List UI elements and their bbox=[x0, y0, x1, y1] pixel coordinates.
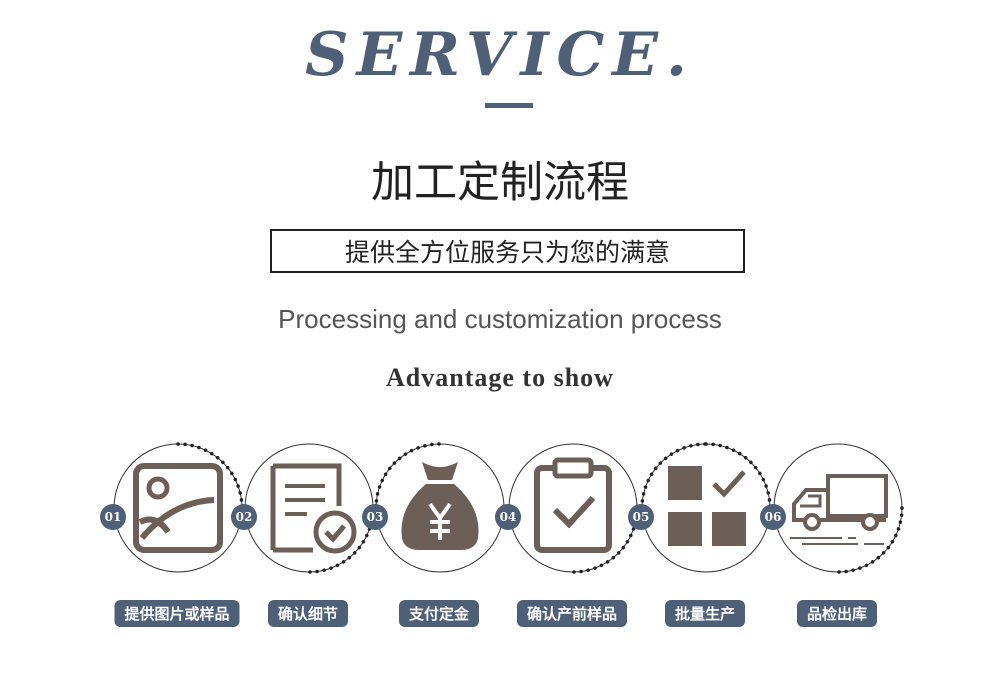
step-number: 05 bbox=[628, 504, 654, 530]
page-title: 加工定制流程 bbox=[371, 158, 629, 208]
step-label: 支付定金 bbox=[398, 600, 480, 627]
step-ring: 06 bbox=[760, 442, 904, 574]
process-steps: 01 提供图片或样品 02 确认细节 bbox=[0, 430, 1000, 680]
slogan-text: 提供全方位服务只为您的满意 bbox=[344, 238, 670, 267]
step-6: 06 品检出库 bbox=[760, 430, 912, 660]
step-label: 确认细节 bbox=[267, 600, 349, 627]
step-label: 品检出库 bbox=[796, 600, 878, 627]
step-label: 确认产前样品 bbox=[516, 600, 628, 627]
step-1: 01 提供图片或样品 bbox=[100, 430, 252, 660]
step-ring: 04 bbox=[495, 442, 639, 574]
step-ring: 03 bbox=[362, 442, 506, 574]
step-4: 04 确认产前样品 bbox=[495, 430, 647, 660]
document-check-icon bbox=[270, 463, 357, 554]
step-number: 06 bbox=[760, 504, 786, 530]
step-5: 05 批量生产 bbox=[628, 430, 780, 660]
step-label: 批量生产 bbox=[664, 600, 746, 627]
delivery-truck-icon bbox=[790, 474, 888, 545]
step-number: 02 bbox=[231, 504, 257, 530]
production-blocks-icon bbox=[668, 466, 746, 546]
advantage-heading: Advantage to show bbox=[386, 363, 614, 392]
step-number: 04 bbox=[495, 504, 521, 530]
step-3: 03 支付定金 bbox=[362, 430, 514, 660]
step-ring: 05 bbox=[628, 442, 772, 574]
clipboard-check-icon bbox=[534, 457, 612, 553]
step-number: 03 bbox=[362, 504, 388, 530]
step-ring: 02 bbox=[231, 442, 375, 574]
heading-underline bbox=[485, 103, 533, 108]
step-2: 02 确认细节 bbox=[231, 430, 383, 660]
image-icon bbox=[133, 463, 223, 553]
service-heading: SERVICE. bbox=[305, 20, 695, 90]
step-label: 提供图片或样品 bbox=[114, 600, 240, 627]
slogan-box: 提供全方位服务只为您的满意 bbox=[270, 229, 745, 273]
money-bag-icon bbox=[401, 462, 479, 550]
step-ring: 01 bbox=[100, 442, 244, 574]
english-subtitle: Processing and customization process bbox=[278, 304, 722, 334]
step-number: 01 bbox=[100, 504, 126, 530]
